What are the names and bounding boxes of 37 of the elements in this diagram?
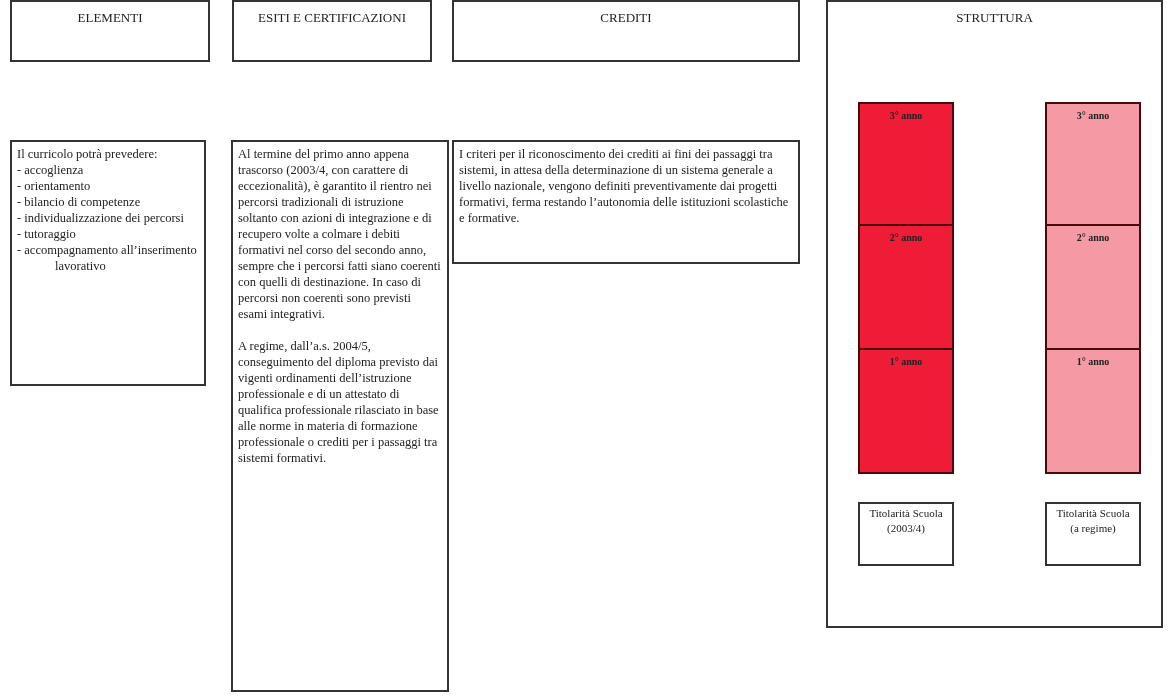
year-block xyxy=(1045,348,1141,474)
text-box xyxy=(452,140,800,264)
year-label: 1° anno xyxy=(888,356,924,367)
paragraph: Al termine del primo anno appena trascorso (2003/4, con carattere di eccezionalità), è garantito il rientro nei percorsi tradizionali di istruzione soltanto con azioni di integrazione e di recupero volte a colmare i debiti formativi nel corso del secondo anno, sempre che i percorsi fatti siano coerenti con quelli di destinazione. In caso di percorsi non coerenti sono previsti esami integrativi. xyxy=(238,146,442,322)
list-item: - individualizzazione dei percorsi xyxy=(17,210,185,226)
text-box xyxy=(10,140,206,386)
list-item: - bilancio di competenze xyxy=(17,194,142,210)
list-item: - tutoraggio xyxy=(17,226,77,242)
header-text: CREDITI xyxy=(599,10,653,26)
year-block xyxy=(858,224,954,350)
label-box xyxy=(1045,502,1141,566)
paragraph: A regime, dall’a.s. 2004/5, conseguimento del diploma previsto dai vigenti ordinamenti dell’istruzione professionale e di un attestato di qualifica professionale rilasciato in base alle norme in materia di formazione professionale o crediti per i passaggi tra sistemi formativi. xyxy=(238,338,440,466)
header-box xyxy=(452,0,800,62)
header-text: ELEMENTI xyxy=(76,10,144,26)
year-label: 2° anno xyxy=(1075,232,1111,243)
year-label: 3° anno xyxy=(1075,110,1111,121)
structure-panel xyxy=(826,0,1163,628)
year-label: 3° anno xyxy=(888,110,924,121)
year-block xyxy=(858,348,954,474)
label-box xyxy=(858,502,954,566)
text-box xyxy=(231,140,449,692)
list-item: - orientamento xyxy=(17,178,92,194)
box-label: Titolarità Scuola (2003/4) xyxy=(868,506,944,536)
year-block xyxy=(1045,102,1141,226)
header-box xyxy=(232,0,432,62)
header-text: ESITI E CERTIFICAZIONI xyxy=(257,10,407,26)
paragraph: I criteri per il riconoscimento dei crediti ai fini dei passaggi tra sistemi, in attesa della determinazione di un sistema generale a livello nazionale, vengono definiti preventivamente dai progetti formativi, ferma restando l’autonomia delle istituzioni scolastiche e formative. xyxy=(459,146,790,226)
year-label: 2° anno xyxy=(888,232,924,243)
box-label: Titolarità Scuola (a regime) xyxy=(1055,506,1131,536)
header-box xyxy=(10,0,210,62)
year-block xyxy=(1045,224,1141,350)
panel-title: STRUTTURA xyxy=(955,10,1034,26)
year-label: 1° anno xyxy=(1075,356,1111,367)
year-block xyxy=(858,102,954,226)
list-item: - accoglienza xyxy=(17,162,85,178)
list-item: - accompagnamento all’inserimento lavorativo xyxy=(17,242,198,274)
intro-text: Il curricolo potrà prevedere: xyxy=(17,146,159,162)
